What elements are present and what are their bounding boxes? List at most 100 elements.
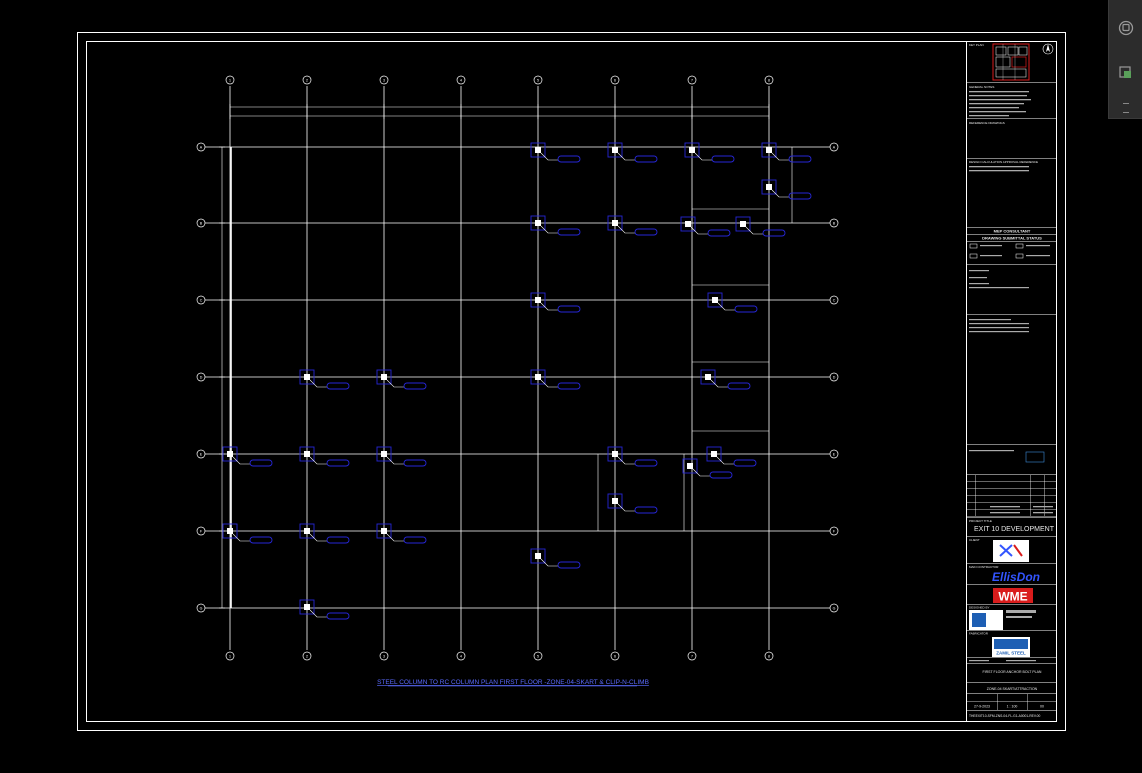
- grid-label: 2: [306, 78, 308, 82]
- plate-tag: [709, 471, 733, 479]
- grid-bubble: [196, 295, 206, 305]
- leader-line: [386, 379, 404, 388]
- plate-tag: [403, 382, 427, 390]
- leader-line: [386, 533, 404, 542]
- grid-label: E: [200, 452, 203, 456]
- steel-column: [711, 451, 717, 457]
- steel-column: [705, 374, 711, 380]
- base-plate: [376, 523, 392, 539]
- base-plate: [530, 292, 546, 308]
- leader-line: [232, 456, 250, 465]
- plate-tag: [733, 459, 757, 467]
- viewport-toolbar: [1108, 0, 1142, 119]
- plate-tag: [634, 228, 658, 236]
- plate-tag: [634, 459, 658, 467]
- steel-column: [304, 374, 310, 380]
- base-plate: [530, 369, 546, 385]
- grid-label: A: [200, 145, 203, 149]
- toolbar-grip[interactable]: [1123, 103, 1129, 113]
- grid-bubble: [829, 603, 839, 613]
- sheet-title: FIRST FLOOR ANCHOR BOLT PLAN: [983, 670, 1042, 674]
- steel-column: [304, 451, 310, 457]
- leader-line: [617, 503, 635, 512]
- leader-line: [309, 533, 327, 542]
- steel-column: [612, 147, 618, 153]
- plate-tag: [788, 155, 812, 163]
- grid-label: 3: [383, 78, 385, 82]
- base-plate: [607, 446, 623, 462]
- sheet-outer-border: [77, 32, 1066, 731]
- base-plate: [684, 142, 700, 158]
- grid-label: 1: [229, 78, 231, 82]
- plate-tag: [634, 506, 658, 514]
- grid-label: 4: [460, 78, 462, 82]
- general-notes-text: [969, 91, 1031, 117]
- grid-bubble: [687, 651, 697, 661]
- steel-column: [227, 451, 233, 457]
- main-contractor-label: MAIN CONTRACTOR: [969, 565, 999, 569]
- base-plate: [680, 216, 696, 232]
- grid-label: C: [200, 298, 203, 302]
- plate-tag: [727, 382, 751, 390]
- leader-line: [717, 302, 735, 311]
- grid-label: C: [833, 298, 836, 302]
- grid-label: D: [833, 375, 836, 379]
- drawing-status-label: DRAWING SUBMITTAL STATUS: [982, 236, 1042, 241]
- leader-line: [309, 609, 327, 618]
- grid-bubble: [829, 449, 839, 459]
- base-plate: [530, 215, 546, 231]
- date-value: 27-9-2023: [974, 705, 990, 709]
- grid-bubble: [302, 75, 312, 85]
- layer-icon[interactable]: [1116, 62, 1136, 82]
- plate-tag: [557, 382, 581, 390]
- base-plate: [682, 458, 698, 474]
- plate-tag: [711, 155, 735, 163]
- steel-column: [535, 297, 541, 303]
- steel-column: [689, 147, 695, 153]
- leader-line: [710, 379, 728, 388]
- designed-by-label: DESIGNED BY: [969, 606, 990, 610]
- leader-line: [232, 533, 250, 542]
- leader-line: [617, 152, 635, 161]
- plate-tag: [707, 229, 731, 237]
- leader-line: [540, 225, 558, 234]
- grid-label: G: [200, 606, 203, 610]
- grid-bubble: [379, 75, 389, 85]
- subcontractor-name: WME: [998, 590, 1027, 604]
- grid-label: 8: [768, 654, 770, 658]
- leader-line: [771, 152, 789, 161]
- leader-line: [690, 226, 708, 235]
- base-plate: [707, 292, 723, 308]
- steel-column: [535, 220, 541, 226]
- plate-tag: [734, 305, 758, 313]
- grid-bubble: [196, 218, 206, 228]
- grid-bubble: [533, 75, 543, 85]
- grid-bubble: [456, 75, 466, 85]
- grid-bubble: [196, 372, 206, 382]
- plate-tag: [557, 561, 581, 569]
- plate-tag: [249, 459, 273, 467]
- reference-drawings-label: REFERENCE DRAWINGS: [969, 121, 1005, 125]
- fabricator-label: FABRICATOR: [969, 632, 989, 636]
- leader-line: [617, 225, 635, 234]
- leader-line: [540, 379, 558, 388]
- view-cube-icon[interactable]: [1116, 18, 1136, 38]
- base-plate: [376, 369, 392, 385]
- north-arrow-icon: [1042, 43, 1054, 55]
- base-plate: [700, 369, 716, 385]
- grid-label: F: [833, 529, 836, 533]
- steel-column: [535, 374, 541, 380]
- project-title-label: PROJECT TITLE: [969, 519, 992, 523]
- grid-bubble: [533, 651, 543, 661]
- subcontractor-logo: WME: [993, 588, 1033, 604]
- plate-tag: [326, 459, 350, 467]
- grid-bubble: [610, 75, 620, 85]
- base-plate: [530, 142, 546, 158]
- grid-label: 7: [691, 654, 693, 658]
- plate-tag: [557, 155, 581, 163]
- leader-line: [745, 226, 763, 235]
- base-plate: [735, 216, 751, 232]
- plate-tag: [788, 192, 812, 200]
